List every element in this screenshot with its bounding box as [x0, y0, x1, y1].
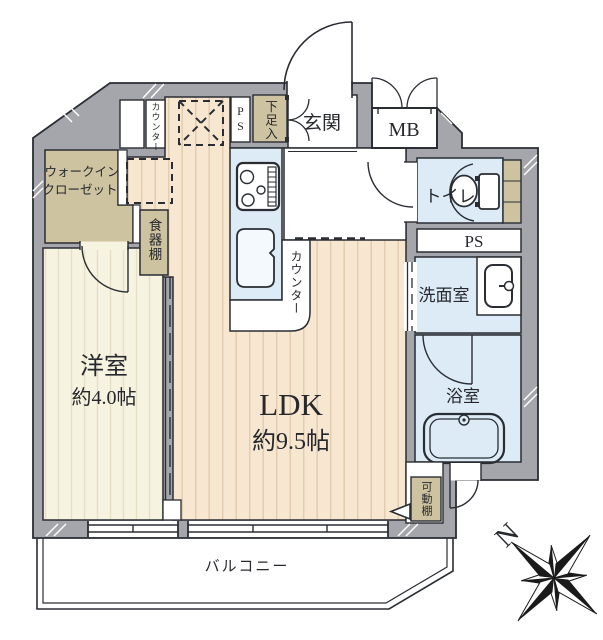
hall-counter-box [145, 99, 166, 149]
label-ldk: LDK [259, 387, 323, 422]
label-toilet: トイレ [425, 187, 476, 206]
shoe-cabinet-box [252, 94, 288, 143]
toilet-fixture [450, 173, 500, 210]
label-movable-shelf: 可動棚 [420, 481, 433, 517]
label-bathroom: 浴室 [446, 387, 480, 406]
label-ps-top: PS [234, 104, 248, 134]
hall-storage-box [119, 99, 145, 149]
shelf-arrow [388, 502, 411, 521]
label-kitchen-counter: カウンター [289, 250, 303, 315]
label-western-size: 約4.0帖 [72, 386, 137, 409]
toilet-shelf [502, 159, 522, 224]
label-entrance: 玄関 [303, 112, 341, 134]
partition-sliding-doors [162, 277, 182, 521]
toilet-door [367, 161, 475, 223]
pipe-space-right-box [416, 228, 522, 253]
wic-door [79, 241, 129, 293]
ldk-window [187, 521, 389, 537]
wic-dish-wall [132, 204, 141, 244]
western-window [87, 521, 179, 537]
service-door [449, 463, 482, 509]
wall-hatch-marks [32, 83, 538, 537]
entrance-door [283, 21, 353, 99]
label-ldk-size: 約9.5帖 [252, 428, 330, 455]
label-wic-line1: ウォークイン [44, 165, 119, 179]
compass-rose: N [489, 517, 598, 622]
refrigerator-space-dashed [178, 100, 224, 146]
dashed-furniture-box [126, 158, 173, 204]
label-hall-counter: カウンター [151, 102, 161, 152]
sink [236, 228, 275, 288]
washbasin [476, 256, 522, 316]
room-entrance-floor [287, 94, 358, 149]
washroom-sliding-door [404, 262, 417, 331]
shoe-cabinet-doors [285, 95, 310, 142]
label-wic-line2: クローゼット [42, 183, 117, 197]
stove [235, 161, 281, 212]
label-shoe-cabinet: 下足入 [263, 100, 277, 141]
room-western-floor [42, 247, 164, 521]
label-ps-right: PS [465, 232, 484, 251]
kitchen-counter-shape [229, 239, 311, 332]
movable-shelf-box [410, 476, 442, 522]
label-balcony: バルコニー [205, 559, 290, 575]
label-western-room: 洋室 [80, 353, 128, 380]
label-dish-cabinet: 食器棚 [147, 217, 163, 262]
balcony-outline [36, 537, 454, 610]
label-meter-box: MB [388, 119, 419, 141]
hallway-floor [283, 147, 407, 241]
dish-cabinet-box [139, 209, 169, 276]
bathroom-door [422, 334, 473, 385]
label-washroom: 洗面室 [419, 286, 470, 305]
meter-box [371, 77, 438, 149]
pipe-space-top-box [230, 96, 251, 143]
compass-long-rays [510, 534, 598, 622]
